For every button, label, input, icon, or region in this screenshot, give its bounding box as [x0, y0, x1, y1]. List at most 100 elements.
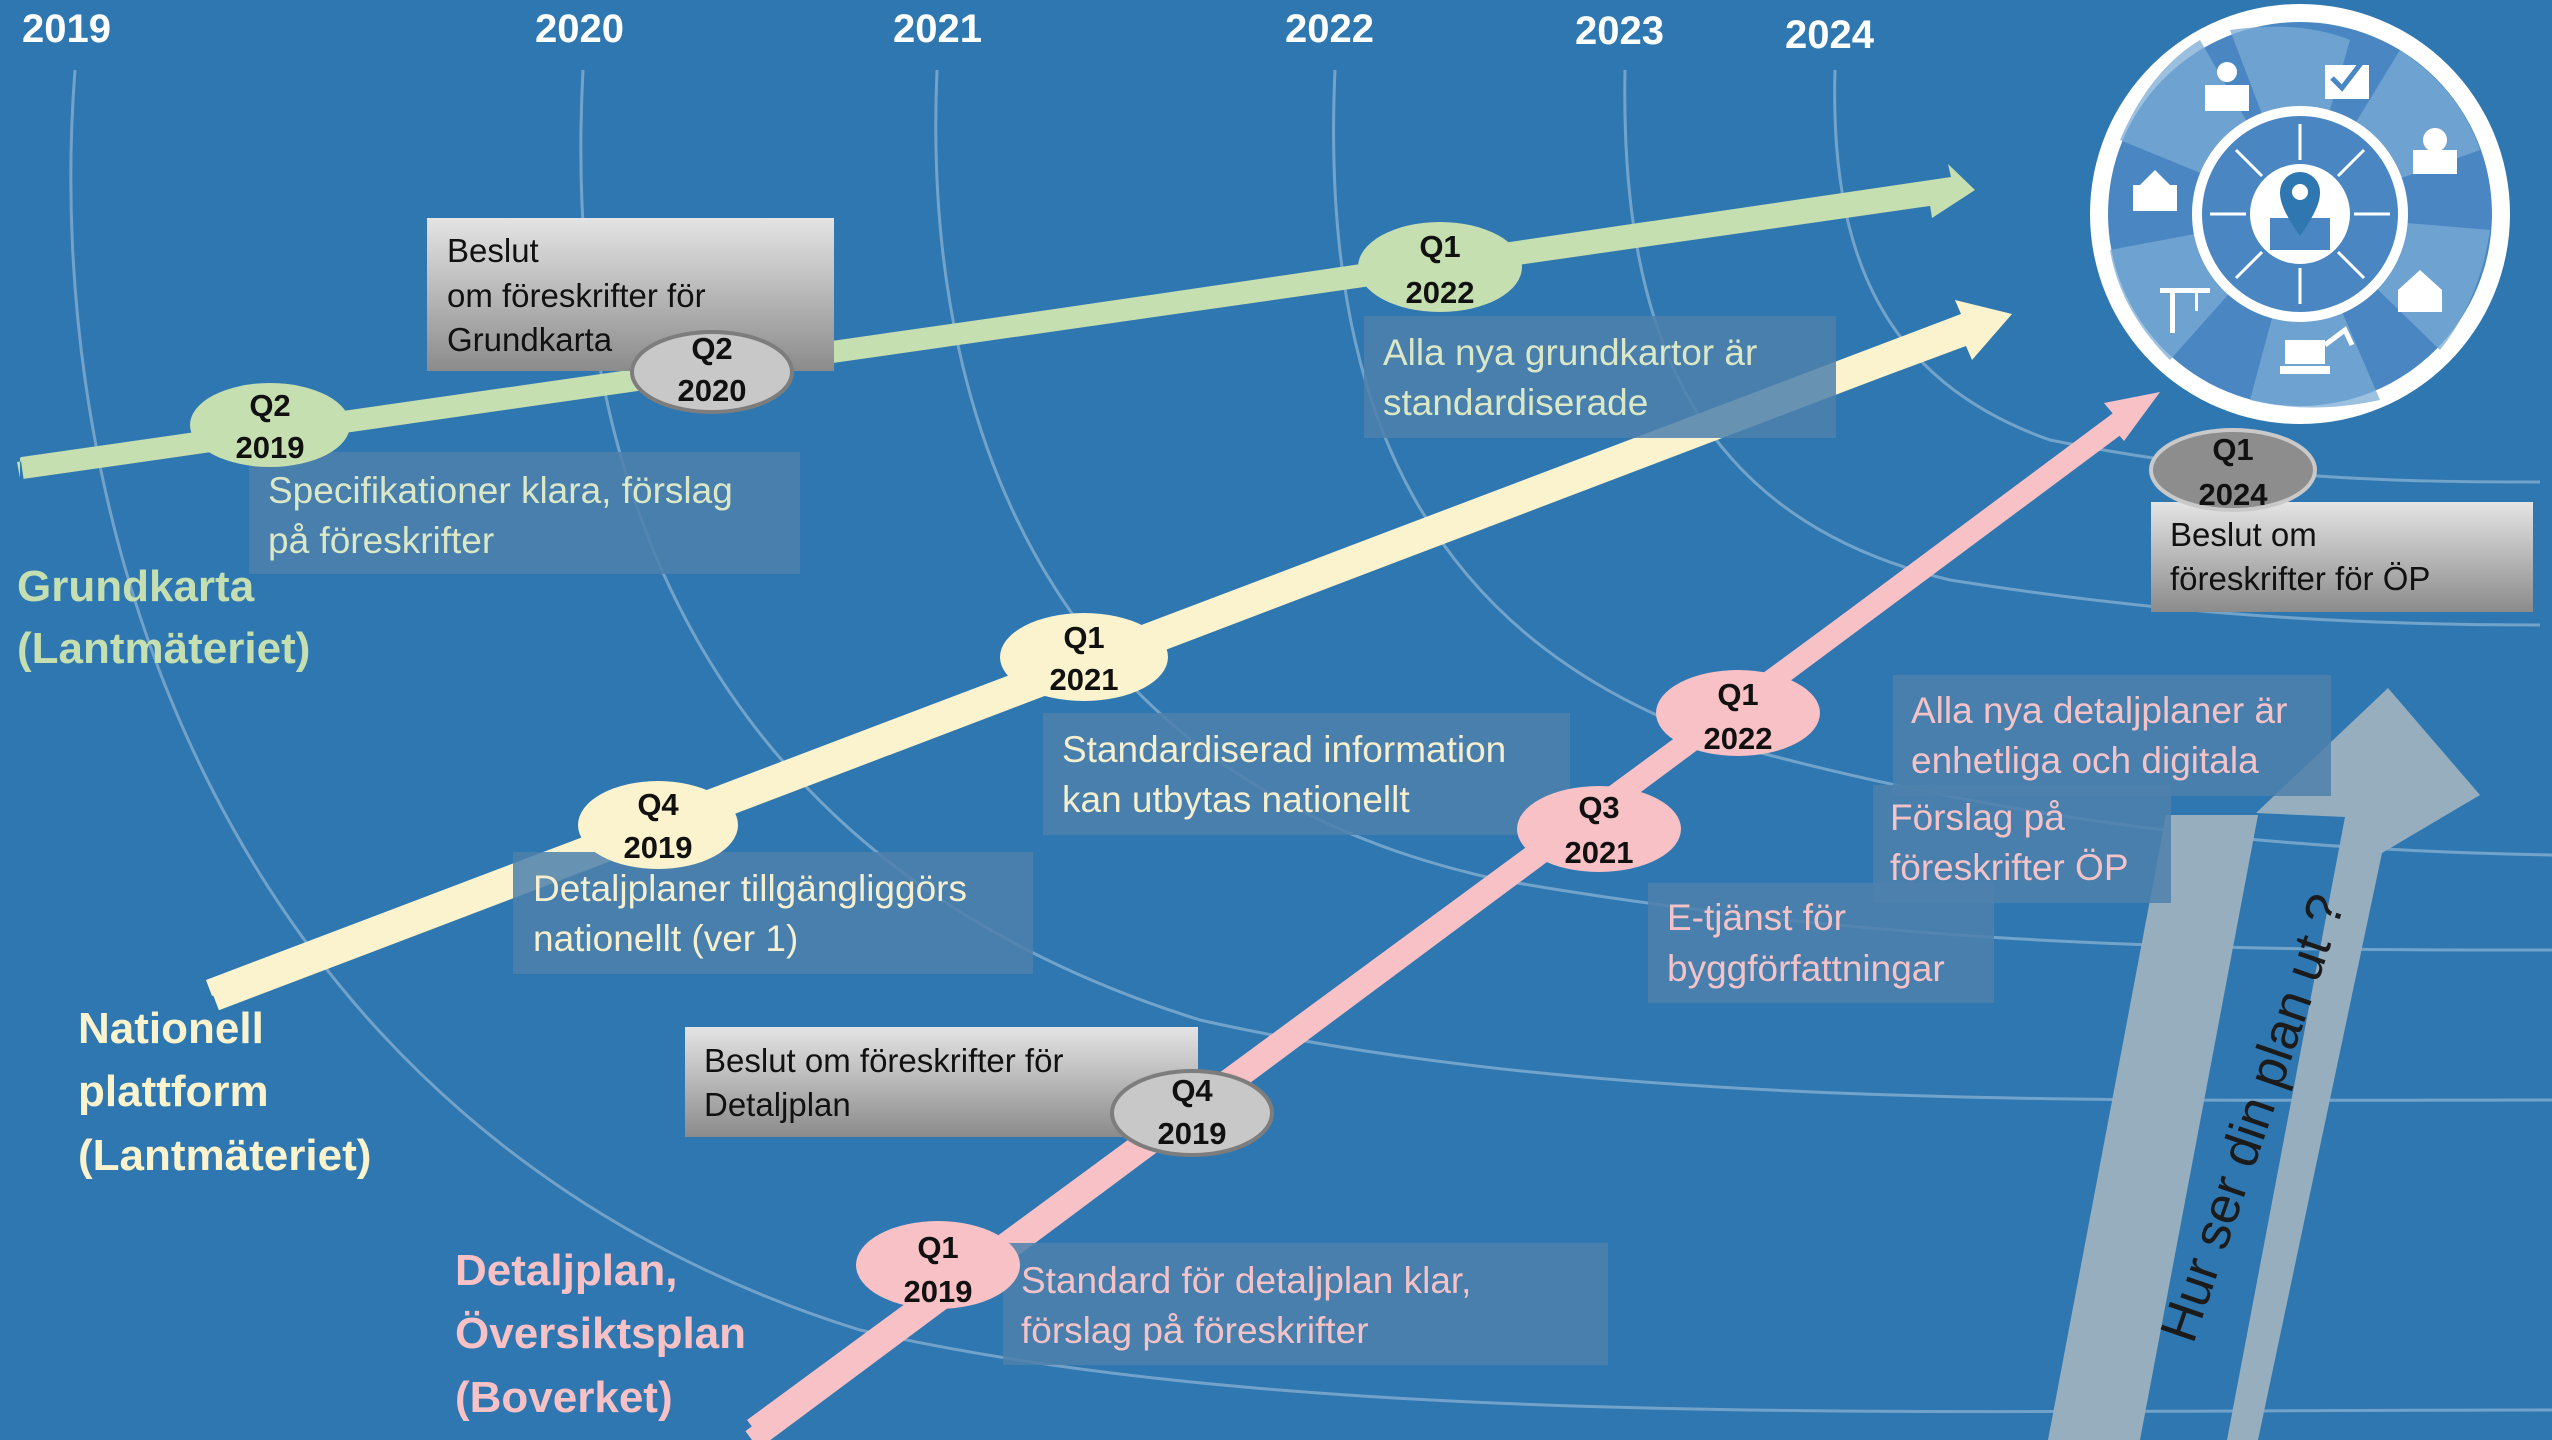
lightbulb-plan-icon — [2205, 62, 2249, 111]
milestone-quarter: Q3 — [1578, 790, 1619, 825]
track-label-grundkarta-line2: (Lantmäteriet) — [17, 624, 310, 673]
milestone-shape — [630, 330, 794, 414]
cycle-arrow — [2336, 148, 2366, 178]
year-arc-2019 — [69, 69, 2552, 1414]
milestone-quarter: Q1 — [1717, 677, 1758, 712]
checklist-plan-icon-check — [2330, 60, 2364, 92]
cycle-ring-icons — [2133, 60, 2457, 374]
info-box-d-etjanst: E-tjänst för byggförfattningar — [1648, 883, 1994, 1003]
cycle-inward-arrows — [2210, 124, 2390, 304]
info-box-line: Standard för detaljplan klar, — [1021, 1260, 1471, 1301]
map-pin-icon — [2250, 164, 2350, 264]
info-box-bg — [1043, 713, 1570, 835]
gray-box-bg — [2151, 502, 2533, 612]
milestone-d1: Q1 2019 — [856, 1221, 1020, 1309]
info-box-d-standard: Standard för detaljplan klar, förslag på… — [1003, 1243, 1608, 1365]
location-plan-icon-pin — [2423, 128, 2447, 152]
house-check-icon-shape — [2398, 270, 2442, 312]
year-2022: 2022 — [1285, 7, 1374, 51]
excavator-icon-track — [2280, 366, 2330, 374]
info-box-line: Förslag på — [1890, 797, 2065, 838]
info-box-line: Alla nya grundkartor är — [1383, 332, 1757, 373]
milestone-shape — [190, 383, 350, 467]
beslut-op-box: Beslut om föreskrifter för ÖP — [2151, 502, 2533, 612]
info-box-line: förslag på föreskrifter — [1021, 1310, 1369, 1351]
tower-crane-icon-hook — [2195, 293, 2198, 311]
info-box-line: standardiserade — [1383, 382, 1648, 423]
excavator-icon-body — [2285, 340, 2325, 364]
excavator-icon-arm — [2323, 326, 2355, 347]
big-arrow-shape — [2048, 688, 2480, 1440]
milestone-year: 2021 — [1050, 662, 1119, 697]
milestones: Q2 2019 Q2 2020 Q1 2022 Q4 2019 Q1 2021 … — [190, 222, 2317, 1309]
milestone-shape — [1358, 222, 1522, 312]
year-arc-2024 — [1833, 69, 2541, 484]
milestone-year: 2022 — [1704, 721, 1773, 756]
lightbulb-plan-icon-sheet — [2205, 85, 2249, 111]
tower-crane-icon-jib — [2160, 288, 2210, 293]
info-box-bg — [249, 452, 800, 574]
info-box-d-forslag: Förslag på föreskrifter ÖP — [1873, 785, 2171, 903]
milestone-quarter: Q1 — [917, 1230, 958, 1265]
info-box-line: Standardiserad information — [1062, 729, 1506, 770]
year-2021: 2021 — [893, 7, 982, 51]
milestone-d4: Q1 2022 — [1656, 670, 1820, 756]
track-label-plattform-line3: (Lantmäteriet) — [78, 1131, 371, 1180]
excavator-icon — [2280, 326, 2355, 374]
milestone-quarter: Q4 — [637, 787, 679, 822]
tower-crane-icon-mast — [2170, 288, 2175, 333]
info-box-g-spec: Specifikationer klara, förslag på föresk… — [249, 452, 800, 574]
info-box-bg — [513, 852, 1033, 974]
house-plan-icon-sheet — [2133, 185, 2177, 211]
info-box-p-standard: Standardiserad information kan utbytas n… — [1043, 713, 1570, 835]
milestone-shape — [1110, 1069, 1274, 1157]
cycle-arrow — [2336, 250, 2366, 280]
info-box-bg — [1003, 1243, 1608, 1365]
milestone-p2: Q1 2021 — [1000, 613, 1168, 701]
milestone-shape — [578, 781, 738, 869]
info-box-line: E-tjänst för — [1667, 897, 1846, 938]
year-2024: 2024 — [1785, 13, 1875, 57]
milestone-d3: Q3 2021 — [1517, 786, 1681, 872]
milestone-year: 2019 — [1158, 1116, 1227, 1151]
milestone-g3: Q1 2022 — [1358, 222, 1522, 312]
milestone-shape — [856, 1221, 1020, 1309]
gray-box-line: Beslut om föreskrifter för — [704, 1042, 1063, 1079]
gray-box-line: Grundkarta — [447, 321, 613, 358]
checklist-plan-icon — [2325, 60, 2369, 99]
milestone-year: 2019 — [236, 430, 305, 465]
milestone-quarter: Q1 — [1419, 229, 1460, 264]
milestone-quarter: Q1 — [2212, 432, 2253, 467]
year-2023: 2023 — [1575, 9, 1664, 53]
milestone-year: 2019 — [624, 830, 693, 865]
info-box-line: Alla nya detaljplaner är — [1911, 690, 2287, 731]
milestone-year: 2024 — [2199, 477, 2269, 512]
gray-box-line: föreskrifter för ÖP — [2170, 560, 2430, 597]
milestone-quarter: Q4 — [1171, 1073, 1213, 1108]
track-label-detaljplan-line1: Detaljplan, — [455, 1246, 678, 1295]
info-box-d-alla: Alla nya detaljplaner är enhetliga och d… — [1893, 675, 2331, 796]
info-box-line: på föreskrifter — [268, 520, 494, 561]
gray-box-line: Beslut — [447, 232, 539, 269]
milestone-d2: Q4 2019 — [1110, 1069, 1274, 1157]
info-box-g-standard: Alla nya grundkartor är standardiserade — [1364, 316, 1836, 438]
track-label-detaljplan-line2: Översiktsplan — [455, 1309, 746, 1358]
year-2020: 2020 — [535, 7, 624, 51]
track-label-plattform-line1: Nationell — [78, 1004, 264, 1053]
info-box-bg — [1873, 785, 2171, 903]
track-label-detaljplan-line3: (Boverket) — [455, 1373, 673, 1422]
milestone-year: 2022 — [1406, 275, 1475, 310]
year-2019: 2019 — [22, 7, 111, 51]
milestone-year: 2020 — [678, 373, 747, 408]
info-boxes: Specifikationer klara, förslag på föresk… — [249, 316, 2331, 1365]
milestone-g1: Q2 2019 — [190, 383, 350, 467]
milestone-year: 2021 — [1565, 835, 1634, 870]
gray-box-line: om föreskrifter för — [447, 277, 706, 314]
planning-cycle-graphic — [2090, 4, 2510, 424]
info-box-line: Specifikationer klara, förslag — [268, 470, 733, 511]
map-pin-icon-dot — [2292, 184, 2308, 200]
lightbulb-plan-icon-bulb — [2217, 62, 2237, 82]
info-box-line: byggförfattningar — [1667, 948, 1945, 989]
milestone-shape — [1517, 786, 1681, 872]
